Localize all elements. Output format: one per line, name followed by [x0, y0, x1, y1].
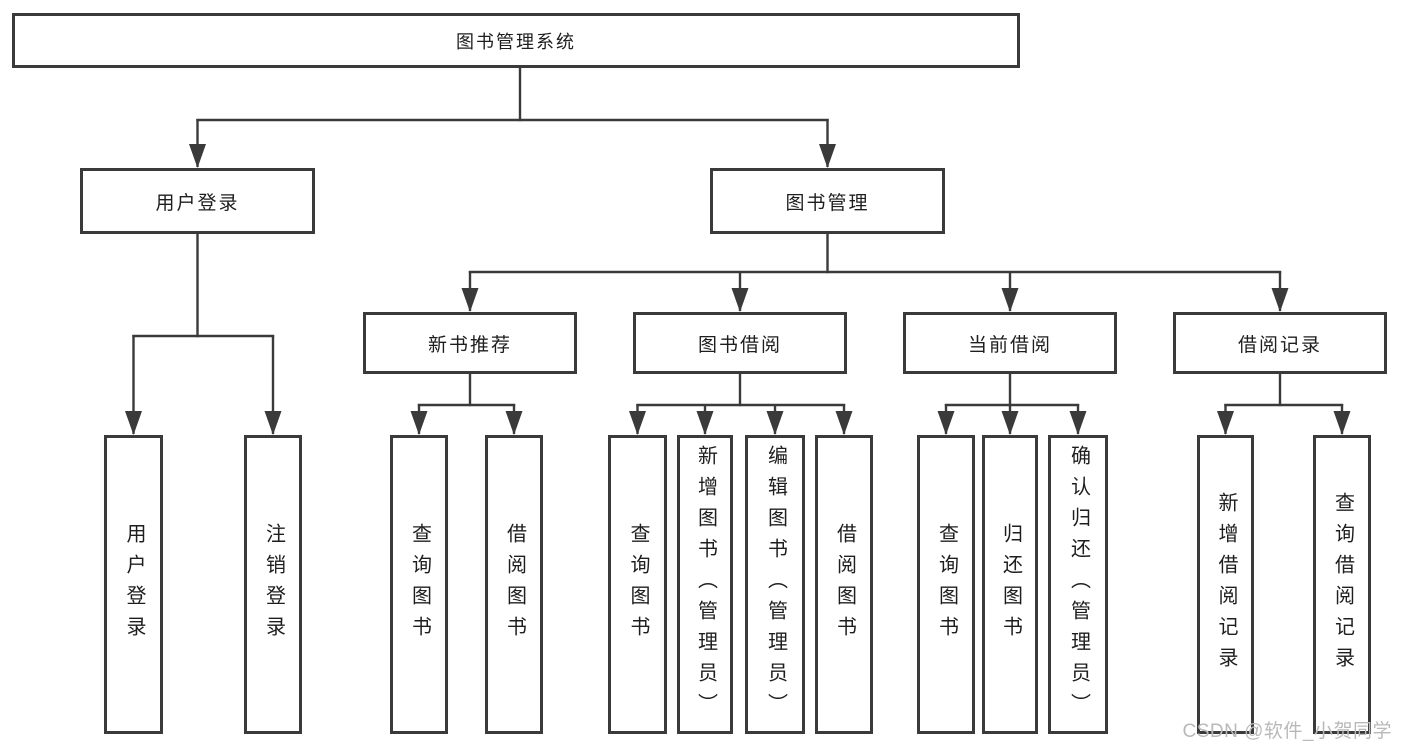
leaf-query-borrow-record: 查询借阅记录: [1313, 435, 1371, 734]
node-label: 当前借阅: [967, 334, 1052, 356]
edges-current-borrowing: [937, 373, 1087, 435]
node-user-login: 用户登录: [80, 168, 315, 234]
edges-root: [189, 67, 836, 168]
node-label: 查询图书: [627, 522, 649, 647]
leaf-return-books: 归还图书: [982, 435, 1038, 734]
node-label: 新增借阅记录: [1215, 491, 1237, 678]
leaf-borrow-books-recommend: 借阅图书: [485, 435, 543, 734]
leaf-logout: 注销登录: [244, 435, 302, 734]
node-label: 图书管理系统: [456, 31, 576, 52]
node-label: 借阅图书: [503, 522, 526, 647]
leaf-user-login: 用户登录: [104, 435, 163, 734]
node-label: 归还图书: [999, 522, 1022, 647]
leaf-borrow-books: 借阅图书: [815, 435, 873, 734]
node-label: 图书管理: [785, 192, 870, 214]
node-label: 注销登录: [262, 522, 285, 647]
leaf-edit-books-admin: 编辑图书（管理员）: [745, 435, 805, 734]
node-label: 确认归还（管理员）: [1067, 445, 1090, 724]
node-new-book-recommend: 新书推荐: [363, 312, 577, 374]
node-label: 新增图书（管理员）: [694, 445, 717, 724]
csdn-watermark: CSDN @软件_小贺同学: [1182, 721, 1392, 742]
leaf-confirm-return-admin: 确认归还（管理员）: [1048, 435, 1108, 734]
edges-user-login: [125, 233, 282, 435]
leaf-query-books-current: 查询图书: [917, 435, 975, 734]
node-label: 查询借阅记录: [1331, 491, 1354, 678]
node-label: 查询图书: [935, 522, 958, 647]
node-label: 查询图书: [408, 522, 431, 647]
node-label: 借阅记录: [1237, 334, 1322, 356]
edges-borrowing-records: [1217, 373, 1351, 435]
node-label: 编辑图书（管理员）: [764, 445, 787, 724]
node-borrowing-records: 借阅记录: [1173, 312, 1387, 374]
edges-book-management: [461, 233, 1289, 312]
node-book-borrowing: 图书借阅: [633, 312, 847, 374]
leaf-query-books-borrowing: 查询图书: [608, 435, 667, 734]
node-label: 用户登录: [155, 192, 240, 214]
edges-new-book-recommend: [410, 373, 523, 435]
node-label: 图书借阅: [697, 334, 782, 356]
node-current-borrowing: 当前借阅: [903, 312, 1117, 374]
leaf-add-books-admin: 新增图书（管理员）: [677, 435, 733, 734]
leaf-query-books-recommend: 查询图书: [390, 435, 448, 734]
node-book-management: 图书管理: [710, 168, 945, 234]
node-label: 新书推荐: [427, 334, 512, 356]
node-label: 借阅图书: [833, 522, 856, 647]
node-root-system: 图书管理系统: [12, 13, 1020, 68]
node-label: 用户登录: [123, 522, 145, 647]
edges-book-borrowing: [629, 373, 853, 435]
leaf-add-borrow-record: 新增借阅记录: [1197, 435, 1254, 734]
